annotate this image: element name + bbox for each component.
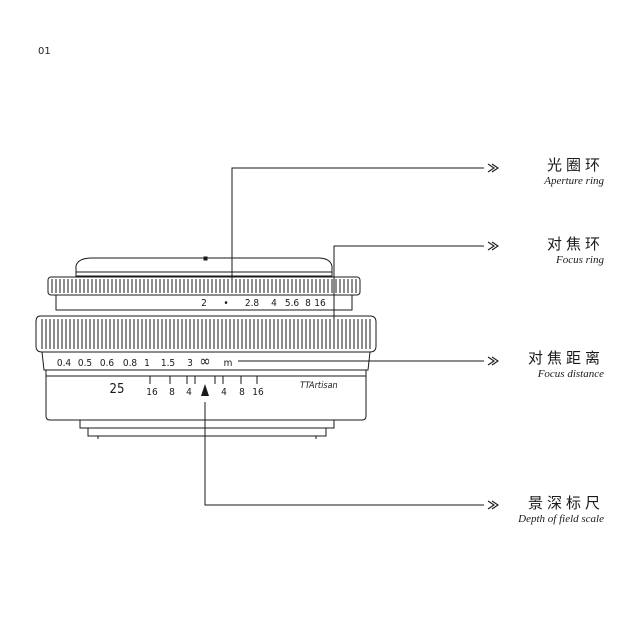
aperture-ring-knurling bbox=[52, 279, 356, 293]
callout-focus-ring-cn: 对焦环 bbox=[494, 235, 604, 253]
lens-mount-upper bbox=[80, 420, 334, 428]
dof-scale-ticks bbox=[150, 376, 257, 384]
focus-ring-knurling bbox=[42, 319, 370, 349]
dof-right-label: 4 bbox=[221, 387, 227, 398]
leader-aperture bbox=[232, 168, 484, 286]
callout-dof-scale: 景深标尺 Depth of field scale bbox=[494, 494, 604, 526]
distance-scale-label: 0.6 bbox=[100, 358, 115, 369]
callout-focus-distance-cn: 对焦距离 bbox=[494, 349, 604, 367]
aperture-scale-label: 2 bbox=[201, 298, 207, 309]
index-pointer bbox=[201, 384, 209, 396]
distance-scale-label: 0.4 bbox=[57, 358, 72, 369]
aperture-scale-label: 8 bbox=[305, 298, 311, 309]
distance-scale-label: ∞ bbox=[199, 352, 210, 370]
brand-label: TTArtisan bbox=[300, 381, 338, 391]
distance-scale-label: 0.8 bbox=[123, 358, 138, 369]
lens-top-cap bbox=[76, 258, 332, 276]
dof-right-label: 16 bbox=[252, 387, 264, 398]
callout-focus-distance-en: Focus distance bbox=[494, 367, 604, 381]
distance-scale-label: 3 bbox=[187, 358, 193, 369]
callout-focus-ring-en: Focus ring bbox=[494, 253, 604, 267]
callout-focus-ring: 对焦环 Focus ring bbox=[494, 235, 604, 267]
lens-mount-lower bbox=[88, 428, 326, 436]
focal-length-label: 25 bbox=[110, 382, 125, 397]
callout-focus-distance: 对焦距离 Focus distance bbox=[494, 349, 604, 381]
aperture-scale-label: 2.8 bbox=[245, 298, 260, 309]
distance-scale-label: 1 bbox=[144, 358, 150, 369]
leader-dof bbox=[205, 402, 484, 505]
callout-aperture-ring: 光圈环 Aperture ring bbox=[494, 156, 604, 188]
callout-aperture-cn: 光圈环 bbox=[494, 156, 604, 174]
dof-left-label: 8 bbox=[169, 387, 175, 398]
aperture-scale-label: 16 bbox=[314, 298, 326, 309]
distance-scale-label: 1.5 bbox=[161, 358, 175, 369]
callout-dof-en: Depth of field scale bbox=[494, 512, 604, 526]
aperture-scale-label: 5.6 bbox=[285, 298, 300, 309]
distance-scale-label: 0.5 bbox=[78, 358, 92, 369]
callout-dof-cn: 景深标尺 bbox=[494, 494, 604, 512]
distance-scale-label: m bbox=[224, 358, 233, 369]
dof-left-label: 4 bbox=[186, 387, 192, 398]
dof-left-label: 16 bbox=[146, 387, 158, 398]
aperture-scale-label: • bbox=[223, 298, 228, 309]
dof-right-label: 8 bbox=[239, 387, 245, 398]
aperture-scale-label: 4 bbox=[271, 298, 277, 309]
callout-aperture-en: Aperture ring bbox=[494, 174, 604, 188]
lens-mark-dot bbox=[204, 257, 207, 260]
